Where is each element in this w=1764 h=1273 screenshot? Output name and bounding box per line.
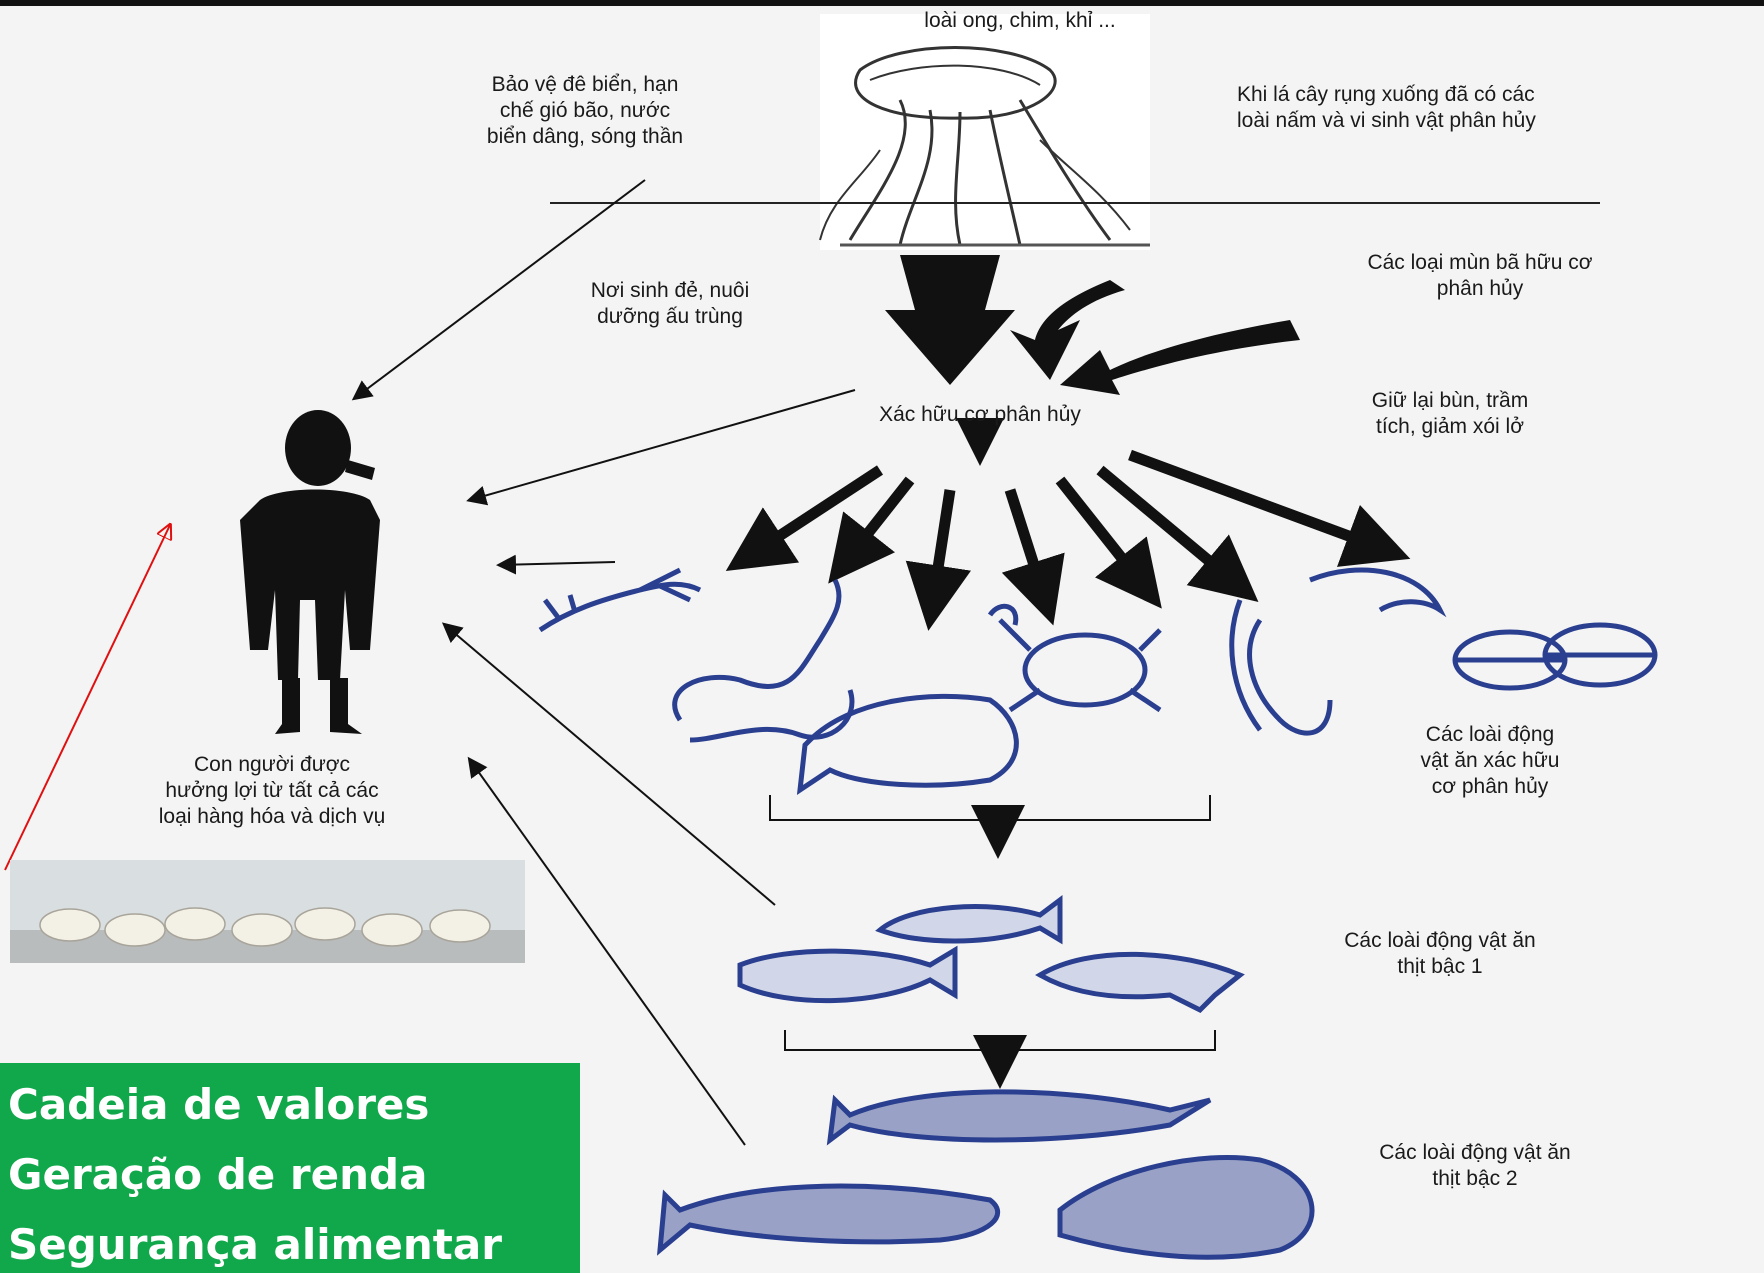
carnivore-2-group — [660, 1092, 1312, 1257]
shrimp-icon — [1232, 570, 1440, 733]
crab-icon — [990, 606, 1160, 710]
fish-icon — [1060, 1157, 1312, 1257]
fish-icon — [660, 1186, 998, 1250]
benefit-value-chain: Cadeia de valores — [8, 1081, 429, 1129]
human-silhouette-icon — [240, 410, 380, 734]
carnivore-1-label: Các loài động vật ăn thịt bậc 1 — [1275, 928, 1605, 980]
top-caption: loài ong, chim, khỉ ... — [860, 8, 1180, 34]
benefits-box: Cadeia de valores Geração de renda Segur… — [0, 1063, 580, 1273]
fungi-label: Khi lá cây rụng xuống đã có các loài nấm… — [1237, 82, 1757, 134]
worm-icon — [675, 580, 852, 740]
human-label: Con người được hưởng lợi từ tất cả các l… — [92, 752, 452, 830]
clam-icon — [1455, 625, 1655, 688]
carnivore-2-label: Các loài động vật ăn thịt bậc 2 — [1310, 1140, 1640, 1192]
detritivores-label: Các loài động vật ăn xác hữu cơ phân hủy — [1360, 722, 1620, 800]
sediment-label: Giữ lại bùn, trầm tích, giảm xói lở — [1320, 388, 1580, 440]
detritus-source-label: Các loại mùn bã hữu cơ phân hủy — [1290, 250, 1670, 302]
radiating-arrows — [735, 455, 1400, 620]
detritus-inflow-arrows — [885, 255, 1300, 395]
nursery-label: Nơi sinh đẻ, nuôi dưỡng ấu trùng — [530, 278, 810, 330]
fish-icon — [830, 1092, 1210, 1140]
lobster-icon — [540, 570, 700, 630]
fish-icon — [1040, 954, 1240, 1010]
sea-dike-label: Bảo vệ đê biển, hạn chế gió bão, nước bi… — [420, 72, 750, 150]
fish-icon — [880, 900, 1060, 941]
carnivore-1-group — [740, 900, 1240, 1010]
benefit-food-security: Segurança alimentar — [8, 1221, 502, 1269]
detritus-center-label: Xác hữu cơ phân hủy — [850, 402, 1110, 428]
fish-icon — [800, 696, 1016, 790]
bird-flock-icon — [10, 860, 525, 963]
mangrove-tree-icon — [820, 14, 1150, 250]
fish-icon — [740, 950, 955, 1001]
benefit-income: Geração de renda — [8, 1151, 427, 1199]
